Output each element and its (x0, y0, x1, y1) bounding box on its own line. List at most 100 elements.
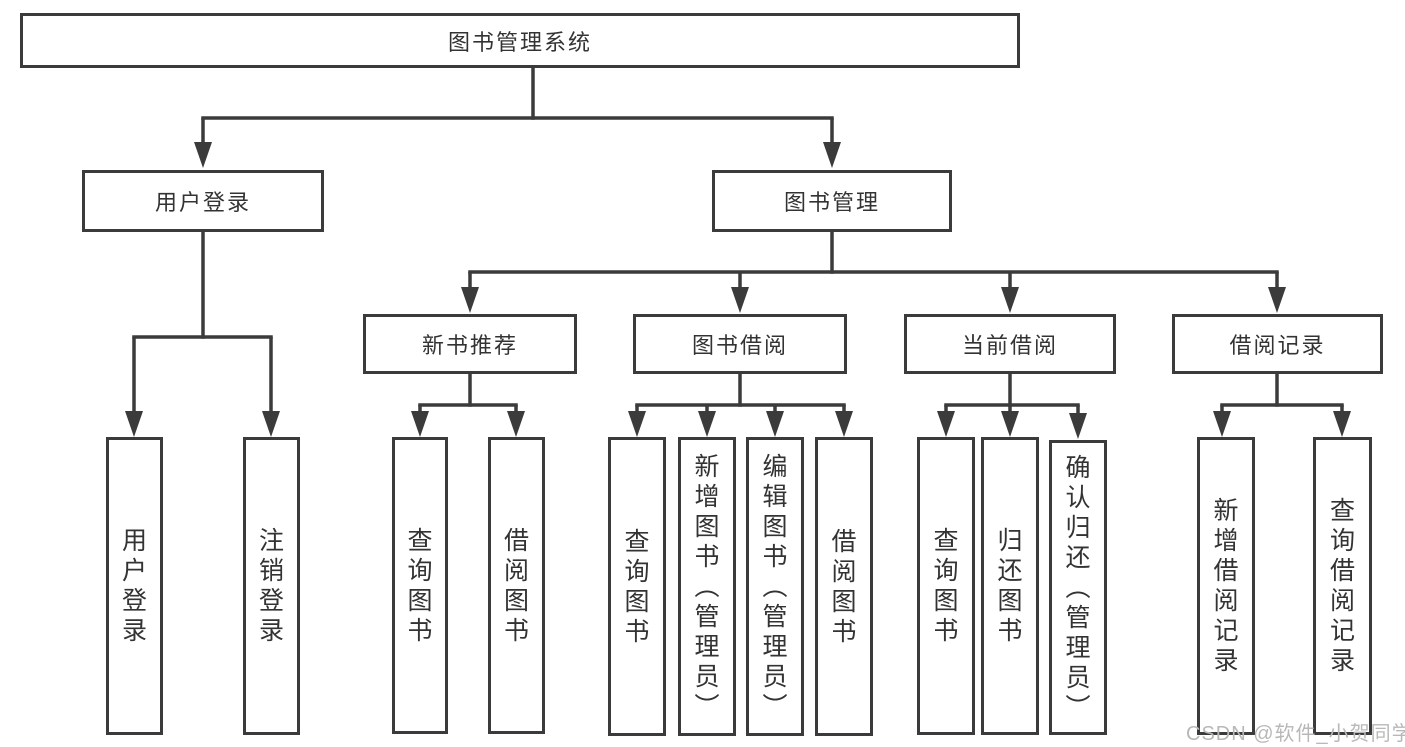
node-label-char: 员 (694, 662, 720, 691)
node-label: 图书借阅 (691, 333, 788, 358)
node-label-char: 书 (503, 616, 529, 645)
node-label-char: 图 (997, 587, 1023, 615)
arrowhead-icon (1268, 287, 1286, 313)
node-label-char: 书 (933, 617, 959, 645)
arrowhead-icon (731, 287, 749, 313)
node-label-char: 新 (1213, 497, 1239, 525)
node-nb-query-book: 查询图书 (392, 437, 448, 734)
node-br-add-record: 新增借阅记录 (1197, 437, 1255, 735)
node-cb-return-book: 归还图书 (981, 437, 1039, 735)
node-label-char: 查 (933, 527, 959, 555)
node-label-char: 录 (258, 617, 284, 645)
arrowhead-icon (1069, 413, 1087, 439)
node-label-char: 还 (997, 557, 1023, 585)
node-label-char: 登 (258, 587, 284, 615)
node-label-char: 登 (121, 587, 147, 615)
node-label-char: 归 (1065, 513, 1091, 542)
node-label-char: ︶ (762, 692, 788, 721)
node-root: 图书管理系统 (20, 13, 1020, 68)
node-label-char: 录 (121, 617, 147, 645)
arrowhead-icon (125, 411, 143, 437)
node-label-char: 借 (503, 526, 529, 555)
node-user-login: 用户登录 (106, 437, 163, 735)
node-label-char: 编 (762, 452, 788, 481)
node-bb-edit-book: 编辑图书︵管理员︶ (746, 437, 804, 736)
arrowhead-icon (1001, 287, 1019, 313)
node-label-char: 增 (694, 482, 720, 511)
node-label-char: 阅 (1329, 587, 1355, 615)
node-label-char: 图 (694, 512, 720, 541)
node-label-char: 询 (1329, 527, 1355, 555)
node-label-char: 归 (997, 527, 1023, 555)
node-cb-confirm-return: 确认归还︵管理员︶ (1049, 440, 1107, 735)
node-label-char: 注 (258, 527, 284, 555)
node-label-char: ︶ (694, 692, 720, 721)
node-label-char: 图 (762, 512, 788, 541)
node-label: 当前借阅 (961, 333, 1058, 358)
node-label-char: 阅 (1213, 587, 1239, 615)
node-label-char: 书 (831, 617, 857, 646)
node-borrow-records: 借阅记录 (1172, 314, 1383, 374)
node-label-char: 用 (121, 527, 147, 555)
node-label-char: 管 (762, 602, 788, 631)
node-nb-borrow-book: 借阅图书 (488, 437, 545, 734)
arrowhead-icon (698, 411, 716, 437)
node-label-char: 书 (624, 617, 650, 646)
node-label-char: 理 (762, 632, 788, 661)
node-label-char: 书 (407, 616, 433, 645)
node-bb-add-book: 新增图书︵管理员︶ (678, 437, 736, 736)
node-label-char: 员 (1065, 663, 1091, 692)
node-label-char: 书 (997, 617, 1023, 645)
node-label-char: 图 (407, 586, 433, 615)
node-label-char: 图 (933, 587, 959, 615)
node-label-char: 辑 (762, 482, 788, 511)
node-user-login-group: 用户登录 (82, 170, 324, 232)
node-label: 图书管理 (783, 190, 880, 215)
arrowhead-icon (823, 142, 841, 168)
node-label: 用户登录 (154, 190, 251, 215)
node-label-char: 记 (1213, 617, 1239, 645)
node-book-mgmt: 图书管理 (712, 170, 952, 232)
node-label-char: 增 (1213, 527, 1239, 555)
node-label-char: 认 (1065, 483, 1091, 512)
node-label-char: 新 (694, 452, 720, 481)
node-label-char: ︵ (762, 572, 788, 601)
arrowhead-icon (461, 287, 479, 313)
node-label-char: 员 (762, 662, 788, 691)
node-cb-query-book: 查询图书 (917, 437, 975, 735)
node-label-char: ︵ (1065, 573, 1091, 602)
node-label-char: 管 (1065, 603, 1091, 632)
node-book-borrow: 图书借阅 (633, 314, 847, 374)
node-label-char: 阅 (831, 557, 857, 586)
node-label-char: 图 (831, 587, 857, 616)
node-label-char: 查 (624, 527, 650, 556)
node-label-char: 阅 (503, 556, 529, 585)
arrowhead-icon (835, 411, 853, 437)
node-label: 借阅记录 (1229, 333, 1326, 358)
arrowhead-icon (411, 411, 429, 437)
node-label-char: 书 (694, 542, 720, 571)
watermark: CSDN @软件_小贺同学 (1186, 723, 1405, 745)
node-br-query-record: 查询借阅记录 (1313, 437, 1372, 735)
node-label-char: 图 (624, 587, 650, 616)
node-bb-borrow-book: 借阅图书 (815, 437, 873, 736)
node-label: 新书推荐 (421, 333, 518, 358)
node-label-char: 还 (1065, 543, 1091, 572)
node-label: 图书管理系统 (447, 29, 592, 55)
node-label-char: 户 (121, 557, 147, 585)
arrowhead-icon (1001, 411, 1019, 437)
node-label-char: ︶ (1065, 693, 1091, 722)
node-label-char: 确 (1065, 453, 1091, 482)
node-label-char: 录 (1329, 647, 1355, 675)
node-label-char: 借 (831, 527, 857, 556)
arrowhead-icon (628, 411, 646, 437)
node-label-char: 记 (1329, 617, 1355, 645)
node-label-char: 借 (1213, 557, 1239, 585)
node-bb-query-book: 查询图书 (608, 437, 666, 736)
node-new-book-rec: 新书推荐 (363, 314, 577, 374)
arrowhead-icon (1213, 411, 1231, 437)
node-label-char: 管 (694, 602, 720, 631)
node-label-char: 销 (258, 557, 284, 585)
